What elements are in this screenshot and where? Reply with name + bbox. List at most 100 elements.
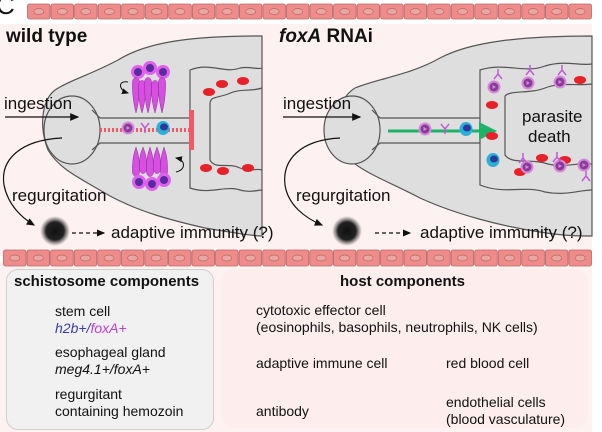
cytotoxic-desc: (eosinophils, basophils, neutrophils, NK…	[256, 319, 538, 335]
adaptive-immune-cell	[156, 121, 170, 135]
foxa-immunity-label: adaptive immunity (?)	[420, 223, 583, 242]
cytotoxic-name: cytotoxic effector cell	[256, 302, 386, 318]
endothelial-cell	[262, 249, 286, 267]
adaptive-immune-cell	[486, 153, 500, 167]
foxa-gut-outer-lower	[479, 143, 593, 194]
legend-rbc-label: red blood cell	[446, 355, 530, 371]
host-legend-box	[222, 269, 588, 428]
endothelial-cell	[74, 3, 98, 20]
endothelial-cell	[286, 3, 310, 20]
esophageal-gland	[146, 146, 154, 177]
antibody	[518, 153, 528, 164]
endothelial-cell	[97, 3, 122, 20]
antibody	[557, 65, 567, 76]
wild-type-regurgitation-arrow	[2, 137, 63, 226]
wild-type-title: wild type	[6, 26, 88, 47]
wild-type-regurgitant-icon	[40, 216, 70, 246]
cytotoxic-effector-cell	[418, 122, 432, 136]
endothelial-cell	[474, 249, 498, 267]
endothelial-cell	[521, 3, 545, 20]
endothelial-cell	[380, 249, 404, 267]
regurgitant-name: regurgitant	[55, 386, 122, 402]
endothelial-row-top	[27, 3, 592, 20]
antibody	[525, 65, 535, 76]
esophageal-gland	[132, 77, 140, 114]
endothelial-cell	[380, 3, 404, 20]
panel-letter: C	[0, 0, 15, 20]
block-bar	[189, 110, 194, 150]
endothelial-name: endothelial cells	[446, 394, 546, 410]
antibody	[140, 122, 150, 133]
h2b-marker: h2b+/	[55, 320, 91, 336]
foxa-regurgitant-icon	[332, 216, 362, 246]
endothelial-cell	[144, 249, 168, 267]
red-blood-cell	[200, 164, 212, 172]
wild-type-regurgitation-label: regurgitation	[12, 186, 107, 205]
endothelial-cell	[521, 249, 545, 267]
esophageal-gland-markers: meg4.1+/foxA+	[55, 361, 150, 377]
esophageal-gland	[138, 80, 146, 114]
cytotoxic-effector-cell	[520, 160, 534, 174]
death-label: death	[528, 127, 571, 146]
self-renewal-arrow	[175, 156, 184, 173]
stem-cell	[131, 65, 145, 79]
stem-cell	[157, 173, 171, 187]
endothelial-cell	[3, 249, 27, 267]
wild-type-worm-body	[42, 35, 263, 237]
wild-type-cells	[120, 61, 254, 191]
stem-cell	[132, 175, 146, 189]
stem-cell-name: stem cell	[55, 303, 111, 319]
stem-cell	[143, 61, 157, 75]
endothelial-cell	[427, 249, 451, 267]
esophageal-gland-name: esophageal gland	[55, 344, 166, 360]
cytotoxic-effector-cell	[577, 158, 591, 172]
red-blood-cell	[486, 101, 498, 109]
legend-antibody-label: antibody	[256, 403, 309, 419]
host-legend-heading: host components	[340, 273, 466, 290]
endothelial-cell	[450, 3, 475, 20]
endothelial-cell	[450, 249, 475, 267]
red-blood-cell	[242, 164, 254, 172]
endothelial-cell	[215, 249, 239, 267]
endothelial-cell	[120, 249, 145, 267]
cytotoxic-effector-cell	[121, 121, 135, 135]
foxa-oral-sucker	[323, 95, 381, 165]
endothelial-cell	[215, 3, 239, 20]
endothelial-cell	[309, 3, 333, 20]
stem-cell	[145, 177, 159, 191]
red-blood-cell	[217, 167, 229, 175]
endothelial-cell	[544, 249, 569, 267]
endothelial-cell	[73, 249, 98, 267]
antibody	[493, 69, 503, 80]
cytotoxic-effector-cell	[553, 75, 567, 89]
wild-type-ingestion-label: ingestion	[4, 94, 73, 113]
legend-regurgitant-label: regurgitant containing hemozoin	[55, 386, 183, 420]
endothelial-cell	[97, 249, 121, 267]
esophageal-gland	[144, 77, 152, 114]
endothelial-cell	[497, 3, 522, 20]
endothelial-cell	[403, 249, 427, 267]
schistosome-legend-heading: schistosome components	[14, 273, 200, 290]
legend-esophageal-gland-label: esophageal gland meg4.1+/foxA+	[55, 344, 166, 378]
endothelial-cell	[332, 249, 357, 267]
foxa-marker: foxA+	[90, 320, 127, 336]
wild-type-worm	[42, 35, 263, 237]
foxa-regurgitation-label: regurgitation	[296, 186, 391, 205]
endothelial-cell	[568, 249, 592, 267]
esophageal-gland	[139, 146, 147, 174]
legend-endothelial-label: endothelial cells (blood vasculature)	[446, 394, 565, 428]
endothelial-cell	[168, 3, 192, 20]
foxa-gut-outer-upper	[479, 62, 593, 118]
antibody	[581, 171, 591, 182]
self-renewal-arrow	[120, 81, 129, 95]
foxa-title-gene: foxA	[279, 26, 322, 47]
schistosome-legend-box	[6, 269, 214, 430]
endothelial-cell	[356, 249, 380, 267]
endothelial-cell	[427, 3, 451, 20]
red-blood-cell	[203, 88, 215, 96]
stem-cell	[156, 65, 170, 79]
legend-adaptive-label: adaptive immune cell	[256, 355, 388, 371]
antibody	[552, 152, 562, 163]
endothelial-cell	[168, 249, 192, 267]
